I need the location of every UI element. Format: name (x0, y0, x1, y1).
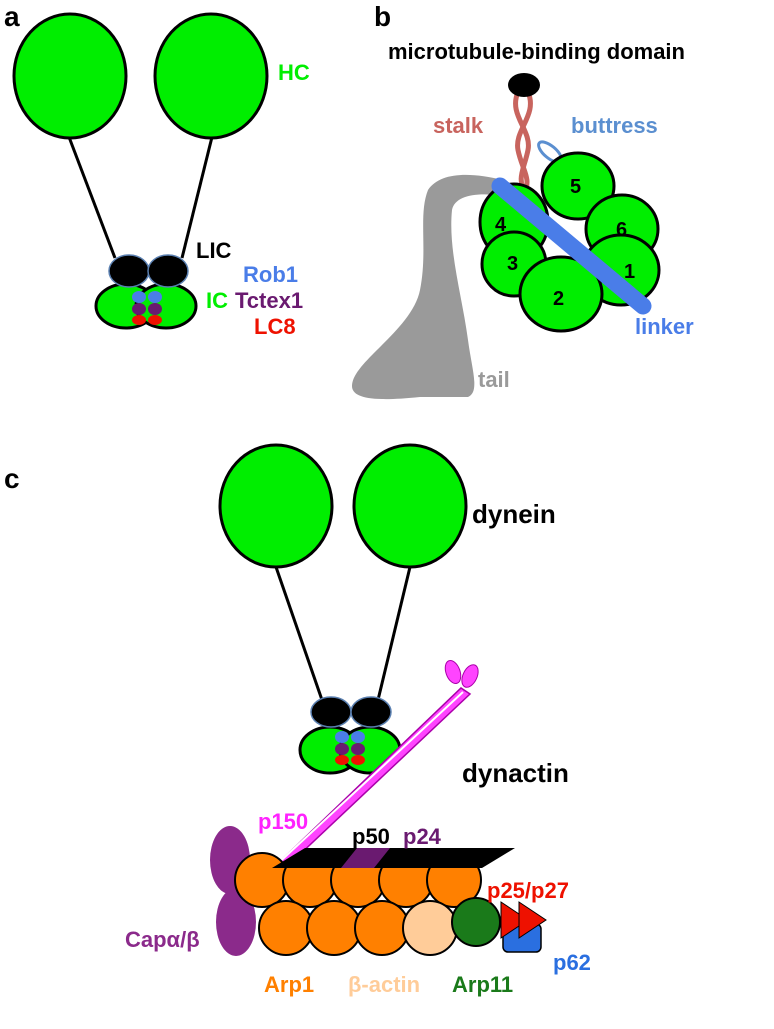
shoulder-p50 (272, 848, 515, 868)
dynein-hc-right-stem (376, 566, 412, 701)
lic-left (108, 254, 150, 288)
label-linker: linker (635, 314, 694, 339)
dynein-hc-left-motor (218, 443, 334, 569)
aaa-5 (540, 151, 616, 221)
p150-highlight (272, 691, 464, 869)
hc-right-motor (153, 12, 269, 140)
tail (352, 174, 503, 400)
dynein-lc8-left (335, 755, 349, 765)
p27-triangle (518, 901, 547, 939)
label-tail: tail (478, 367, 510, 392)
panel-b-letter: b (374, 1, 391, 32)
dynein-lic-left (310, 696, 352, 728)
arp1-top-1 (234, 852, 290, 908)
label-cap-alpha-beta: Capα/β (125, 927, 200, 952)
rob1-left (132, 291, 146, 303)
aaa-label-5: 5 (570, 176, 581, 198)
label-p150: p150 (258, 809, 308, 834)
aaa-label-2: 2 (553, 288, 564, 310)
panel-b: b 5 6 1 4 3 2 microtubule-binding domain… (352, 1, 694, 400)
panel-a: a HC LIC Rob1 IC Tctex1 LC8 (4, 1, 310, 339)
dynein-rob1-right (351, 731, 365, 743)
lc8-right (148, 315, 162, 325)
rob1-right (148, 291, 162, 303)
lc8-left (132, 315, 146, 325)
hc-left-motor (12, 12, 128, 140)
aaa-2 (518, 255, 604, 333)
hc-left-stem (67, 136, 117, 259)
arp1-bottom-3 (354, 900, 410, 956)
p150-head-right (461, 664, 479, 688)
dynein-lc8-right (351, 755, 365, 765)
aaa-label-6: 6 (616, 219, 627, 241)
cap-beta (216, 888, 256, 956)
hc-right-stem (180, 136, 214, 259)
p25-triangle (500, 901, 529, 939)
aaa-label-4: 4 (495, 214, 507, 236)
label-lic: LIC (196, 238, 232, 263)
p150-head-left (444, 659, 462, 685)
dynein-lic-right (350, 696, 392, 728)
panel-c-letter: c (4, 463, 20, 494)
label-dynactin: dynactin (462, 758, 569, 788)
label-mtbd: microtubule-binding domain (388, 39, 685, 64)
arp1-bottom-2 (306, 900, 362, 956)
dynein-hc-left-stem (274, 566, 324, 701)
dynein-tctex1-left (335, 743, 349, 755)
label-lc8: LC8 (254, 314, 296, 339)
label-p25-p27: p25/p27 (487, 878, 569, 903)
label-beta-actin: β-actin (348, 972, 420, 997)
panel-a-letter: a (4, 1, 20, 32)
dynein-rob1-left (335, 731, 349, 743)
beta-actin-subunit (402, 900, 458, 956)
dynein-tctex1-right (351, 743, 365, 755)
label-stalk: stalk (433, 113, 484, 138)
stalk-helix-2 (515, 89, 533, 197)
label-p62: p62 (553, 950, 591, 975)
label-p50: p50 (352, 824, 390, 849)
shoulder-p24 (341, 848, 390, 868)
arp11-subunit (451, 897, 501, 947)
aaa-label-1: 1 (624, 261, 635, 283)
label-p24: p24 (403, 824, 442, 849)
dynein-hc-right-motor (352, 443, 468, 569)
label-rob1: Rob1 (243, 262, 298, 287)
panel-c: c (4, 443, 591, 997)
label-hc: HC (278, 60, 310, 85)
aaa-label-3: 3 (507, 253, 518, 275)
label-tctex1: Tctex1 (235, 288, 303, 313)
lic-right (147, 254, 189, 288)
label-dynein: dynein (472, 499, 556, 529)
microtubule-binding-domain (508, 73, 540, 97)
linker (491, 177, 652, 315)
label-ic: IC (206, 288, 228, 313)
stalk-helix-1 (513, 89, 531, 197)
label-buttress: buttress (571, 113, 658, 138)
tctex1-right (148, 303, 162, 315)
label-arp1: Arp1 (264, 972, 314, 997)
label-arp11: Arp11 (452, 972, 513, 997)
tctex1-left (132, 303, 146, 315)
arp1-bottom-1 (258, 900, 314, 956)
